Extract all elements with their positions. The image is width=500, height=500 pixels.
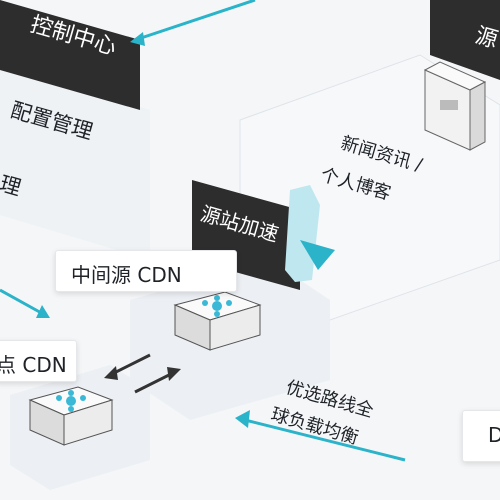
right-partial-card: D <box>462 410 500 462</box>
origin-server-icon <box>423 61 487 151</box>
arrow-bottom <box>244 418 406 462</box>
intermediate-cdn-node <box>173 291 262 351</box>
acceleration-arrow <box>300 240 335 270</box>
origin-site-banner <box>430 0 500 80</box>
control-center-banner <box>0 0 140 110</box>
arrow-dark-1-head <box>104 366 118 380</box>
arrow-top-head <box>130 32 145 46</box>
arrow-left-head <box>36 305 50 318</box>
right-partial-label: D <box>488 423 500 447</box>
arrow-top <box>134 0 256 42</box>
edge-cdn-card: 点 CDN <box>0 340 77 382</box>
edge-cdn-node <box>28 386 114 446</box>
arrow-bottom-head <box>235 410 250 428</box>
arrow-left <box>0 288 46 317</box>
intermediate-cdn-label: 中间源 CDN <box>71 263 182 287</box>
edge-cdn-label: 点 CDN <box>0 353 67 377</box>
arrow-dark-2-head <box>167 367 181 381</box>
intermediate-cdn-card: 中间源 CDN <box>55 250 237 292</box>
left-panel <box>0 65 150 260</box>
